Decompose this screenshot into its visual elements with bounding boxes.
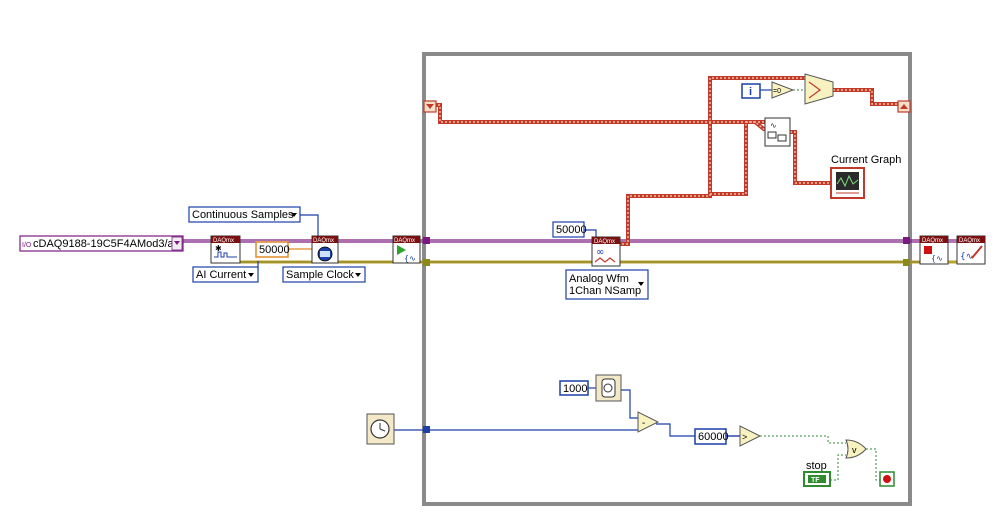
measurement-type-ring[interactable]: AI Current bbox=[192, 266, 259, 283]
eraser-icon bbox=[971, 245, 983, 259]
read-instance-line2: 1Chan NSamp bbox=[569, 285, 641, 297]
task-tunnel-in bbox=[423, 237, 430, 244]
error-tunnel-in bbox=[423, 259, 430, 266]
timing-type-text: Sample Clock bbox=[286, 269, 354, 281]
glasses-icon: ∞ bbox=[596, 247, 604, 258]
build-array-function[interactable]: ∿ bbox=[764, 117, 791, 147]
clock-face bbox=[320, 251, 330, 257]
daqmx-banner: DAQmx bbox=[213, 238, 234, 244]
or-function[interactable]: v bbox=[845, 439, 867, 459]
iteration-glyph: i bbox=[749, 86, 752, 98]
timeout-constant[interactable]: 60000 bbox=[694, 428, 729, 445]
wait-ms-value: 1000 bbox=[563, 383, 587, 395]
greater-than-function[interactable]: > bbox=[739, 425, 762, 447]
daqmx-banner: DAQmx bbox=[594, 239, 615, 245]
shift-register-left[interactable] bbox=[423, 100, 437, 113]
chevron-down-icon bbox=[174, 241, 180, 245]
timeout-value: 60000 bbox=[698, 431, 729, 443]
array-glyph bbox=[767, 131, 777, 139]
tick-count-outside[interactable] bbox=[366, 413, 395, 445]
equal-zero-glyph: =0 bbox=[773, 88, 781, 95]
create-channel-icon bbox=[214, 251, 237, 258]
read-waveform-glyph bbox=[594, 257, 616, 263]
daqmx-banner: DAQmx bbox=[922, 238, 943, 244]
daqmx-stop-task-vi[interactable]: DAQmx {∿ bbox=[919, 235, 949, 265]
loop-condition-terminal[interactable] bbox=[879, 471, 895, 487]
daqmx-start-vi[interactable]: DAQmx {∿ bbox=[392, 235, 421, 264]
daqmx-banner: DAQmx bbox=[313, 238, 334, 244]
read-instance-ring[interactable]: Analog Wfm 1Chan NSamp bbox=[565, 269, 649, 300]
graph-trace-icon bbox=[836, 174, 859, 188]
stop-label: stop bbox=[806, 460, 827, 472]
measurement-type-text: AI Current bbox=[196, 269, 246, 281]
physical-channel-constant[interactable]: I/O cDAQ9188-19C5F4AMod3/ai0 bbox=[19, 235, 184, 252]
task-tunnel-out bbox=[903, 237, 910, 244]
daqmx-create-channel-vi[interactable]: DAQmx ✱ bbox=[210, 235, 241, 264]
sparkle-glyph: ✱ bbox=[215, 244, 222, 253]
daqmx-banner: DAQmx bbox=[394, 238, 415, 244]
shift-register-right[interactable] bbox=[897, 100, 911, 113]
io-glyph: I/O bbox=[22, 242, 32, 249]
waveform-glyph: {∿ bbox=[931, 254, 943, 263]
or-glyph: v bbox=[852, 445, 857, 455]
sample-mode-text: Continuous Samples bbox=[192, 209, 294, 221]
stop-button-terminal[interactable]: TF bbox=[803, 471, 831, 487]
sample-mode-ring[interactable]: Continuous Samples bbox=[188, 206, 301, 223]
chevron-down-icon bbox=[638, 282, 644, 286]
samples-per-read-value: 50000 bbox=[556, 224, 587, 236]
greater-glyph: > bbox=[742, 432, 747, 442]
read-instance-line1: Analog Wfm bbox=[569, 273, 629, 285]
watch-icon bbox=[601, 378, 616, 398]
daqmx-clear-task-vi[interactable]: DAQmx {∿ bbox=[956, 235, 986, 265]
waveform-glyph: {∿ bbox=[404, 254, 416, 263]
tf-glyph: TF bbox=[811, 477, 820, 484]
timing-type-ring[interactable]: Sample Clock bbox=[282, 266, 366, 283]
daqmx-read-vi[interactable]: DAQmx ∞ bbox=[591, 236, 621, 267]
chevron-down-icon bbox=[291, 213, 297, 217]
wait-ms-constant[interactable]: 1000 bbox=[559, 380, 589, 396]
subtract-glyph: - bbox=[642, 418, 645, 429]
subtract-function[interactable]: - bbox=[637, 411, 660, 433]
waveform-glyph: {∿ bbox=[960, 252, 973, 262]
numeric-wires bbox=[225, 89, 772, 437]
stop-circle-icon bbox=[883, 475, 891, 483]
physical-channel-text: cDAQ9188-19C5F4AMod3/ai0 bbox=[33, 238, 182, 250]
chevron-down-icon bbox=[248, 273, 254, 277]
iteration-terminal: i bbox=[741, 83, 761, 99]
equal-zero-function[interactable]: =0 bbox=[771, 81, 795, 99]
chevron-down-icon bbox=[355, 273, 361, 277]
graph-label: Current Graph bbox=[831, 154, 901, 166]
while-loop-frame[interactable] bbox=[422, 52, 912, 506]
samples-per-read-constant[interactable]: 50000 bbox=[552, 221, 587, 238]
error-tunnel-out bbox=[903, 259, 910, 266]
daqmx-timing-vi[interactable]: DAQmx bbox=[311, 235, 339, 264]
wave-glyph: ∿ bbox=[770, 121, 777, 130]
wait-ms-function[interactable] bbox=[595, 374, 622, 402]
rate-value: 50000 bbox=[259, 244, 290, 256]
data-wires bbox=[430, 76, 900, 246]
select-function[interactable] bbox=[804, 73, 834, 105]
time-tunnel-in bbox=[423, 426, 430, 433]
waveform-graph-terminal[interactable] bbox=[830, 167, 865, 199]
stop-square-icon bbox=[924, 246, 932, 254]
rate-constant[interactable]: 50000 bbox=[255, 241, 290, 258]
task-wires bbox=[183, 239, 957, 243]
array-glyph-2 bbox=[777, 134, 787, 142]
boolean-wires bbox=[760, 89, 880, 481]
play-icon bbox=[397, 245, 406, 255]
daqmx-banner: DAQmx bbox=[959, 238, 980, 244]
